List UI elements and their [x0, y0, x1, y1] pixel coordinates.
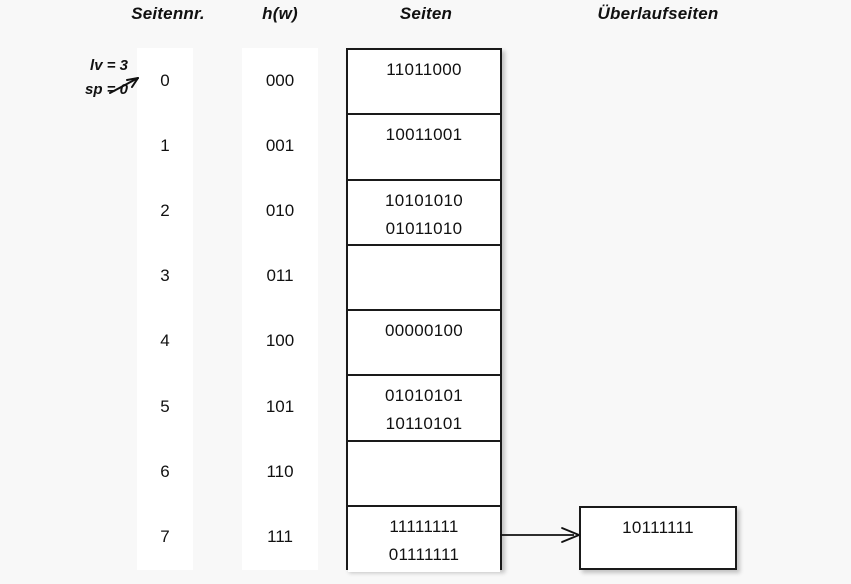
- overflow-page-record: 10111111: [622, 518, 694, 537]
- pointer-arrow-icon: [109, 77, 139, 94]
- index-cell: 3: [160, 266, 170, 286]
- index-cell: 1: [160, 135, 170, 155]
- page-record: 10110101: [385, 414, 463, 434]
- hash-column: 000 001 010 011 100 101 110 111: [242, 48, 318, 570]
- column-header-hash-function: h(w): [262, 4, 298, 23]
- index-cell: 5: [160, 396, 170, 416]
- page-record: 10011001: [385, 125, 463, 145]
- index-cell: 0: [160, 70, 170, 90]
- overflow-connector-arrow-icon: [500, 527, 580, 543]
- index-cell: 4: [160, 331, 170, 351]
- page-record: 01011010: [385, 218, 463, 238]
- index-column: 0 1 2 3 4 5 6 7: [137, 48, 193, 570]
- column-header-seitennr: Seitennr.: [131, 4, 205, 23]
- page-cell: [348, 245, 500, 311]
- page-cell: [348, 441, 500, 507]
- index-cell: 6: [160, 461, 170, 481]
- hash-cell: 011: [266, 266, 294, 286]
- hash-cell: 001: [265, 135, 295, 155]
- page-cell: 00000100: [348, 311, 500, 377]
- page-cell: 10101010 01011010: [348, 180, 500, 246]
- pages-table: 11011000 10011001 10101010 01011010 00000100…: [346, 48, 502, 572]
- page-cell: 11111111 01111111: [348, 506, 500, 572]
- page-record: 11111111: [389, 516, 459, 536]
- page-cell: 01010101 10110101: [348, 376, 500, 442]
- hash-column-strip: [242, 48, 318, 570]
- page-record: 00000100: [384, 321, 464, 340]
- hash-cell: 000: [265, 70, 295, 90]
- index-column-strip: [137, 48, 193, 570]
- level-split-annotation: lv = 3 sp = 0: [28, 54, 128, 102]
- hash-cell: 010: [265, 200, 295, 220]
- page-record: 10101010: [384, 190, 464, 210]
- overflow-page-box: 10111111: [579, 506, 737, 570]
- column-header-seiten: Seiten: [399, 4, 453, 23]
- column-header-ueberlaufseiten: Überlaufseiten: [597, 4, 719, 23]
- hash-cell: 100: [265, 331, 295, 351]
- hash-cell: 101: [265, 396, 295, 416]
- page-record: 01111111: [388, 544, 460, 564]
- page-record: 01010101: [384, 386, 464, 406]
- level-value: lv = 3: [90, 57, 128, 74]
- page-cell: 10011001: [348, 115, 500, 181]
- page-cell: 11011000: [348, 50, 500, 116]
- hash-cell: 110: [266, 461, 294, 481]
- index-cell: 2: [160, 200, 170, 220]
- index-cell: 7: [160, 526, 170, 546]
- hash-cell: 111: [267, 526, 293, 546]
- split-pointer-value: sp = 0: [85, 81, 128, 98]
- page-record: 11011000: [386, 60, 462, 79]
